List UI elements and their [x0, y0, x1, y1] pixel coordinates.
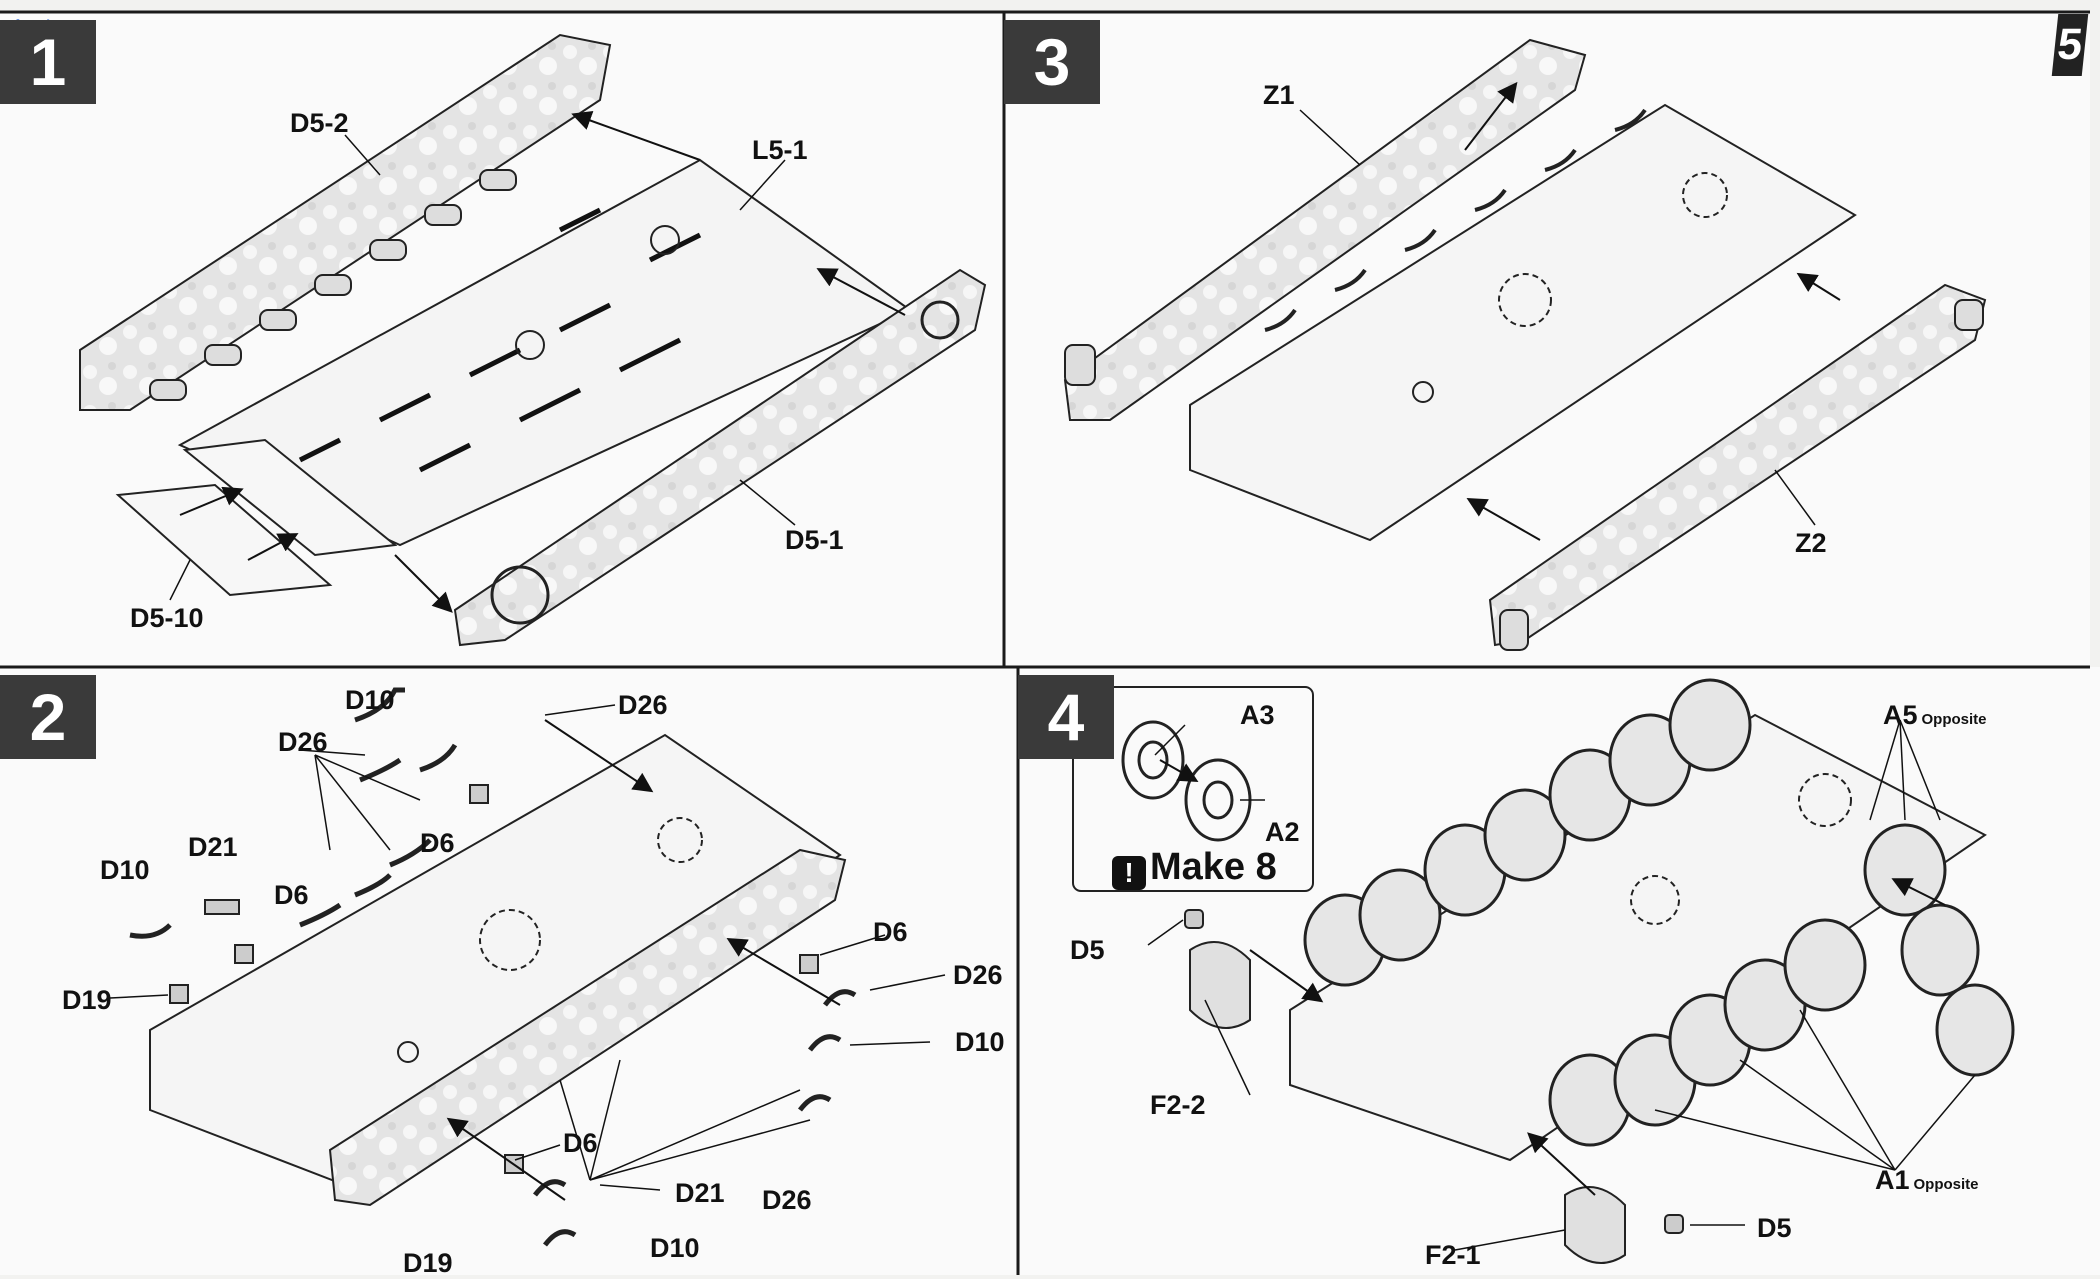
- part-label: D21: [188, 832, 238, 862]
- part-code: A1: [1875, 1165, 1910, 1195]
- part-label: F2-2: [1150, 1090, 1206, 1120]
- part-label: F2-1: [1425, 1240, 1481, 1270]
- step2-drawing: [109, 687, 946, 1247]
- part-label: D5-2: [290, 108, 349, 138]
- part-label: D6: [873, 917, 908, 947]
- part-label: D26: [618, 690, 668, 720]
- small-plate: [115, 483, 333, 597]
- step3-drawing: [1063, 38, 1987, 651]
- step-number-4: 4: [1018, 675, 1114, 759]
- make-quantity-note: !Make 8: [1112, 846, 1277, 890]
- final-drive-f2-2: [1189, 941, 1251, 1029]
- part-label: D10: [955, 1027, 1005, 1057]
- part-label: A2: [1265, 817, 1300, 847]
- part-label: A3: [1240, 700, 1275, 730]
- part-label: D6: [420, 828, 455, 858]
- step-number-1: 1: [0, 20, 96, 104]
- side-frame-right: [453, 268, 987, 647]
- axle-stubs-left: [149, 169, 517, 401]
- part-label: D19: [403, 1248, 453, 1278]
- part-label: D19: [62, 985, 112, 1015]
- final-drive-f2-1: [1564, 1186, 1626, 1264]
- step-number-2: 2: [0, 675, 96, 759]
- part-label: D10: [345, 685, 395, 715]
- part-label: Z1: [1263, 80, 1295, 110]
- part-label: D5-1: [785, 525, 844, 555]
- hull-z2-sideplate: [1488, 283, 1987, 647]
- road-wheels-upper: [1303, 678, 1752, 987]
- hull-z1-sideplate: [1063, 38, 1587, 421]
- road-wheels-lower: [1548, 823, 2015, 1147]
- exclamation-icon: !: [1112, 856, 1146, 890]
- part-label: D5: [1070, 935, 1105, 965]
- step-number-3: 3: [1004, 20, 1100, 104]
- part-label: D26: [953, 960, 1003, 990]
- inset-wheels: [1121, 720, 1252, 842]
- step4-drawing: [1072, 678, 2015, 1264]
- part-label: D10: [650, 1233, 700, 1263]
- side-frame-left: [79, 33, 612, 411]
- part-label: D6: [563, 1128, 598, 1158]
- part-label: D26: [762, 1185, 812, 1215]
- hull-body-3: [1189, 103, 1857, 542]
- part-label: D5-10: [130, 603, 204, 633]
- part-label: Z2: [1795, 528, 1827, 558]
- part-label: L5-1: [752, 135, 808, 165]
- part-label: D10: [100, 855, 150, 885]
- part-label: D21: [675, 1178, 725, 1208]
- part-label: D6: [274, 880, 309, 910]
- part-label: D26: [278, 727, 328, 757]
- floor-plate-slots: [298, 207, 702, 473]
- make-quantity-text: Make 8: [1150, 846, 1277, 888]
- suspension-arms-2: [129, 687, 857, 1247]
- part-label: D5: [1757, 1213, 1792, 1243]
- step1-drawing: [79, 33, 987, 647]
- inset-box: [1072, 686, 1314, 892]
- opposite-note: Opposite: [1921, 711, 1987, 728]
- part-code: A5: [1883, 700, 1918, 730]
- panel-borders: [0, 10, 2090, 1275]
- opposite-note: Opposite: [1913, 1176, 1979, 1193]
